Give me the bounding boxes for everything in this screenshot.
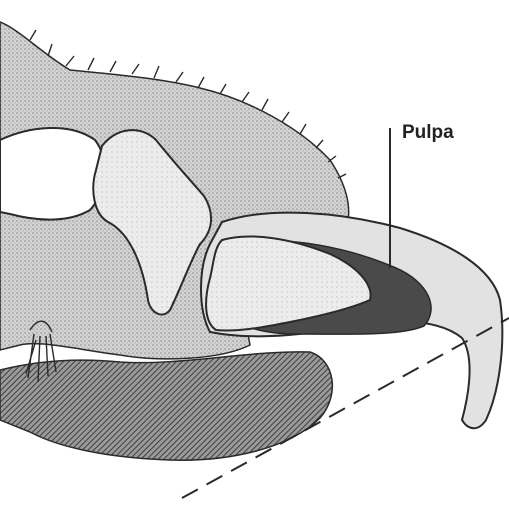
proximal-bone xyxy=(0,128,105,220)
pulp-label: Pulpa xyxy=(402,122,454,143)
